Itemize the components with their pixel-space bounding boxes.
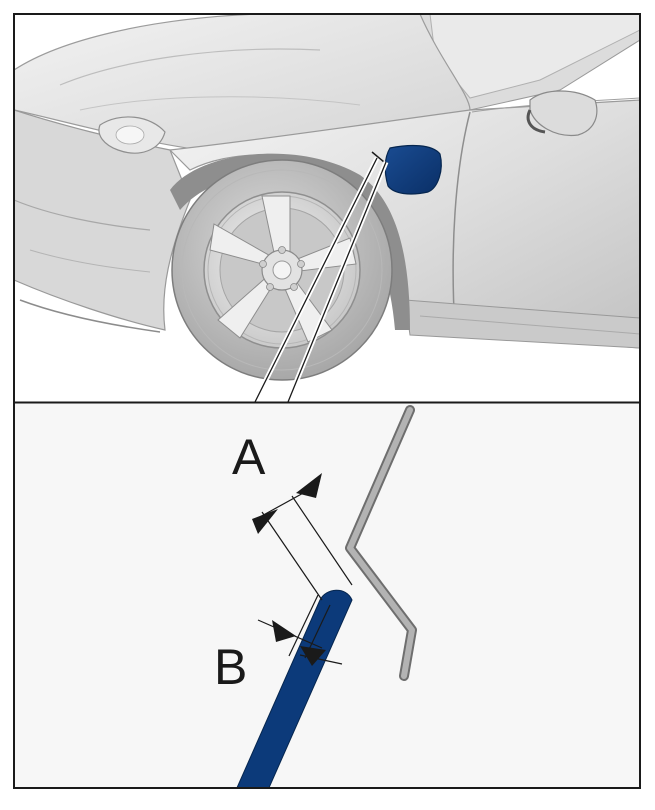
leader-lines [252, 156, 389, 404]
detail-view [14, 403, 640, 788]
label-b: B [214, 639, 247, 695]
car-illustration [14, 14, 640, 402]
label-a: A [232, 429, 266, 485]
figure-border [13, 13, 641, 789]
